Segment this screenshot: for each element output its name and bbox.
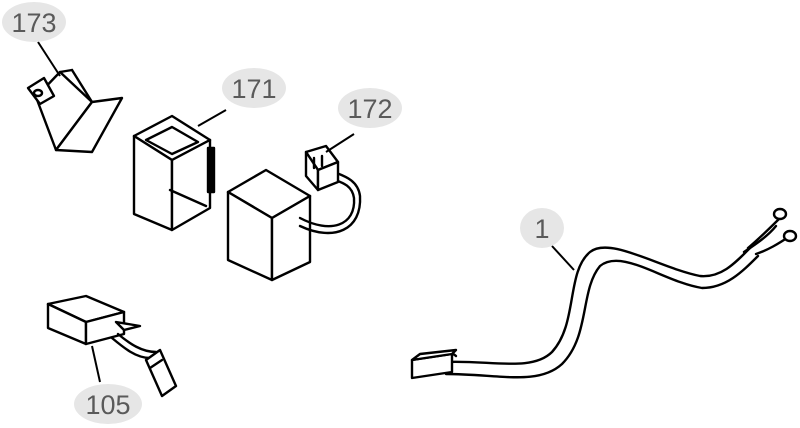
part-105-relay	[46, 294, 178, 398]
part-171-housing	[132, 114, 216, 232]
callout-173: 173	[2, 2, 66, 77]
callout-label-171: 171	[231, 74, 276, 104]
part-173-bracket	[26, 68, 124, 154]
callout-105: 105	[74, 345, 142, 424]
callout-label-173: 173	[11, 8, 56, 38]
callout-1: 1	[520, 208, 575, 271]
callout-label-1: 1	[534, 214, 549, 244]
part-172-block	[226, 144, 362, 282]
callout-label-105: 105	[85, 390, 130, 420]
callout-label-172: 172	[347, 94, 392, 124]
callout-171: 171	[197, 68, 286, 127]
part-1-wiring-harness	[410, 207, 798, 380]
callout-172: 172	[325, 88, 402, 153]
